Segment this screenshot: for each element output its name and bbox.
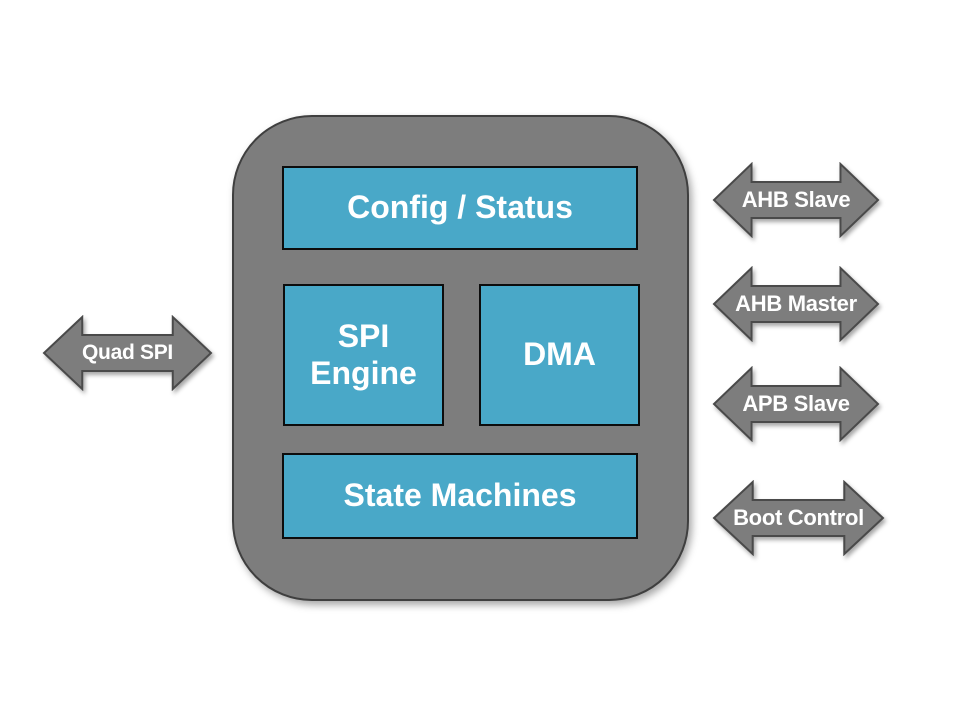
- double-arrow-icon: [712, 480, 885, 556]
- quad-spi-arrow: Quad SPI: [42, 315, 213, 391]
- boot-control-arrow: Boot Control: [712, 480, 885, 556]
- apb-slave-arrow: APB Slave: [712, 366, 880, 442]
- state-machines-box: State Machines: [282, 453, 638, 539]
- boot-control-label: Boot Control: [733, 505, 864, 530]
- state-machines-label: State Machines: [343, 477, 577, 514]
- double-arrow-icon: [712, 266, 880, 342]
- double-arrow-icon: [712, 162, 880, 238]
- double-arrow-icon: [712, 366, 880, 442]
- ahb-master-label: AHB Master: [735, 291, 857, 316]
- spi-engine-label: SPI Engine: [310, 317, 417, 391]
- dma-box: DMA: [479, 284, 640, 426]
- dma-label: DMA: [523, 336, 596, 373]
- controller-block: Config / Status SPI Engine DMA State Mac…: [232, 115, 689, 601]
- double-arrow-icon: [42, 315, 213, 391]
- ahb-slave-arrow: AHB Slave: [712, 162, 880, 238]
- ahb-master-arrow: AHB Master: [712, 266, 880, 342]
- quad-spi-label: Quad SPI: [82, 341, 173, 364]
- config-status-label: Config / Status: [347, 189, 573, 226]
- config-status-box: Config / Status: [282, 166, 638, 250]
- spi-engine-box: SPI Engine: [283, 284, 444, 426]
- ahb-slave-label: AHB Slave: [741, 187, 851, 212]
- apb-slave-label: APB Slave: [742, 391, 850, 416]
